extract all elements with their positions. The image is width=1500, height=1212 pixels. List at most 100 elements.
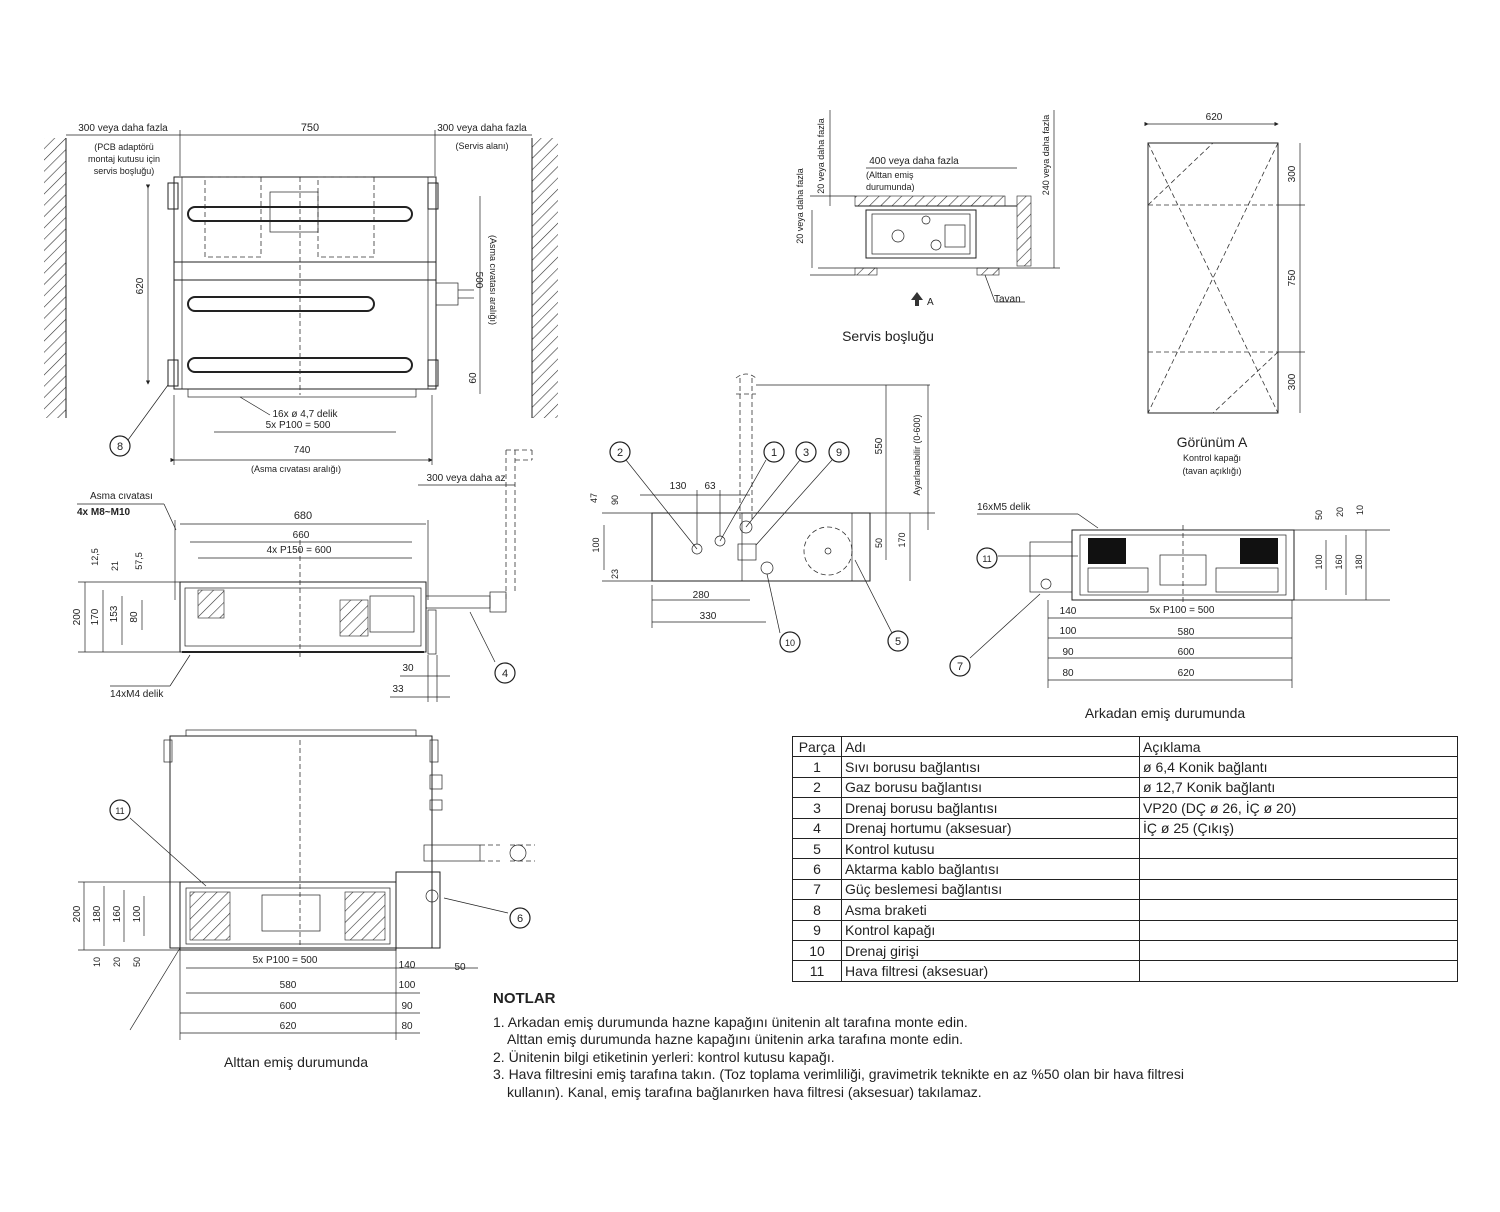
left-wall-hatch xyxy=(44,138,66,418)
adjustable-note: Ayarlanabilir (0-600) xyxy=(912,415,922,496)
row-desc xyxy=(1139,878,1458,901)
row-desc xyxy=(1139,837,1458,860)
row-desc: ø 6,4 Konik bağlantı xyxy=(1139,756,1458,778)
callout-9-label: 9 xyxy=(836,447,842,459)
dim-140-rear: 140 xyxy=(1060,606,1077,617)
row-desc xyxy=(1139,858,1458,880)
dim-63: 63 xyxy=(704,481,716,492)
dim-600-rear: 600 xyxy=(1178,647,1195,658)
dim-500: 500 xyxy=(473,272,484,289)
row-desc xyxy=(1139,960,1458,982)
dim-90-bottom: 90 xyxy=(401,1001,413,1012)
row-no: 3 xyxy=(792,797,842,819)
note-1a: 1. Arkadan emiş durumunda hazne kapağını… xyxy=(493,1013,968,1030)
dim-23: 23 xyxy=(610,569,620,579)
callout-11-rear xyxy=(976,547,998,569)
dim-280: 280 xyxy=(693,590,710,601)
row-no: 5 xyxy=(792,837,842,860)
dim-50-bottom-v: 50 xyxy=(132,957,142,967)
dim-21: 21 xyxy=(110,561,120,571)
dim-330: 330 xyxy=(700,611,717,622)
header-description: Açıklama xyxy=(1139,735,1458,758)
row-desc xyxy=(1139,939,1458,962)
callout-11-bottom-label: 11 xyxy=(115,806,124,816)
side-view: 130 63 47 90 100 23 280 330 550 Ayarlana… xyxy=(589,373,935,634)
holes-label-top: 16x ø 4,7 delik xyxy=(272,409,338,420)
dim-680: 680 xyxy=(294,510,312,522)
row-no: 7 xyxy=(792,878,842,901)
dim-620-rear: 620 xyxy=(1178,668,1195,679)
dim-33: 33 xyxy=(392,684,404,695)
clear-20-a: 20 veya daha fazla xyxy=(795,168,805,244)
callout-5-label: 5 xyxy=(895,636,901,648)
dim-20-bottom: 20 xyxy=(112,957,122,967)
hole-pitch-top: 5x P100 = 500 xyxy=(266,420,331,431)
dim-620-bottom: 620 xyxy=(280,1021,297,1032)
row-no: 8 xyxy=(792,899,842,921)
top-view: 300 veya daha fazla 750 300 veya daha fa… xyxy=(44,122,558,474)
bracket-bl xyxy=(167,359,179,387)
row-desc xyxy=(1139,899,1458,921)
row-name: Kontrol kutusu xyxy=(841,837,1140,860)
notes-heading: NOTLAR xyxy=(493,990,556,1007)
view-a: 620 300 750 300 Görünüm A Kontrol kapağı… xyxy=(1144,112,1305,476)
callout-7 xyxy=(949,655,971,677)
row-name: Drenaj borusu bağlantısı xyxy=(841,797,1140,819)
row-no: 6 xyxy=(792,858,842,880)
ceiling-label: Tavan xyxy=(994,294,1021,305)
note-3a: 3. Hava filtresini emiş tarafına takın. … xyxy=(493,1066,1184,1082)
callout-11-bottom xyxy=(109,799,131,821)
dim-100b-bottom: 100 xyxy=(399,980,416,991)
callout-6 xyxy=(509,907,531,929)
clear-400-note-2: durumunda) xyxy=(866,182,915,192)
note-2: 2. Ünitenin bilgi etiketinin yerleri: ko… xyxy=(493,1048,835,1065)
row-desc: İÇ ø 25 (Çıkış) xyxy=(1139,817,1458,839)
dim-80-front: 80 xyxy=(129,611,140,623)
dim-57-5: 57,5 xyxy=(134,552,144,570)
note-pcb-3: servis boşluğu) xyxy=(94,166,155,176)
drain-note: 300 veya daha az xyxy=(427,473,506,484)
bracket-tl xyxy=(167,182,179,210)
callout-markers: 1 2 3 4 5 6 7 8 9 10 11 11 xyxy=(109,435,998,929)
bottom-view: 200 180 160 100 10 20 50 5x P100 = 500 1… xyxy=(72,729,535,1070)
dim-153: 153 xyxy=(109,605,120,622)
dim-100-side: 100 xyxy=(591,537,601,552)
view-a-sub-1: Kontrol kapağı xyxy=(1183,453,1241,463)
dim-750: 750 xyxy=(301,122,319,134)
note-pcb-2: montaj kutusu için xyxy=(88,154,160,164)
caption-service: Servis boşluğu xyxy=(842,328,934,344)
callout-6-label: 6 xyxy=(517,913,523,925)
row-name: Gaz borusu bağlantısı xyxy=(841,776,1140,799)
callout-3-label: 3 xyxy=(803,447,809,459)
dim-right-clearance: 300 veya daha fazla xyxy=(437,123,527,134)
row-name: Drenaj hortumu (aksesuar) xyxy=(841,817,1140,839)
callout-8 xyxy=(109,435,131,457)
note-service-area: (Servis alanı) xyxy=(455,141,508,151)
callout-9 xyxy=(828,441,850,463)
pitch-front: 4x P150 = 600 xyxy=(267,545,332,556)
callout-11-rear-label: 11 xyxy=(982,554,991,564)
unit-outline-side xyxy=(651,512,871,582)
right-wall-hatch xyxy=(532,138,558,418)
row-name: Aktarma kablo bağlantısı xyxy=(841,858,1140,880)
dim-200-bottom: 200 xyxy=(72,905,83,922)
row-name: Asma braketi xyxy=(841,899,1140,921)
dim-60: 60 xyxy=(468,372,479,384)
dim-20-rear: 20 xyxy=(1335,507,1345,517)
front-view: Asma cıvatası 4x M8~M10 300 veya daha az… xyxy=(72,449,533,702)
callout-10-label: 10 xyxy=(785,638,795,648)
callout-5 xyxy=(887,630,909,652)
dim-47: 47 xyxy=(589,493,599,503)
dim-160-rear: 160 xyxy=(1334,554,1344,569)
callout-4 xyxy=(494,662,516,684)
bracket-br xyxy=(427,359,439,387)
parts-table-header: Parça Adı Açıklama xyxy=(792,735,1458,758)
dim-a-620: 620 xyxy=(1206,112,1223,123)
dim-600-bottom: 600 xyxy=(280,1001,297,1012)
dim-170-side: 170 xyxy=(897,532,907,547)
